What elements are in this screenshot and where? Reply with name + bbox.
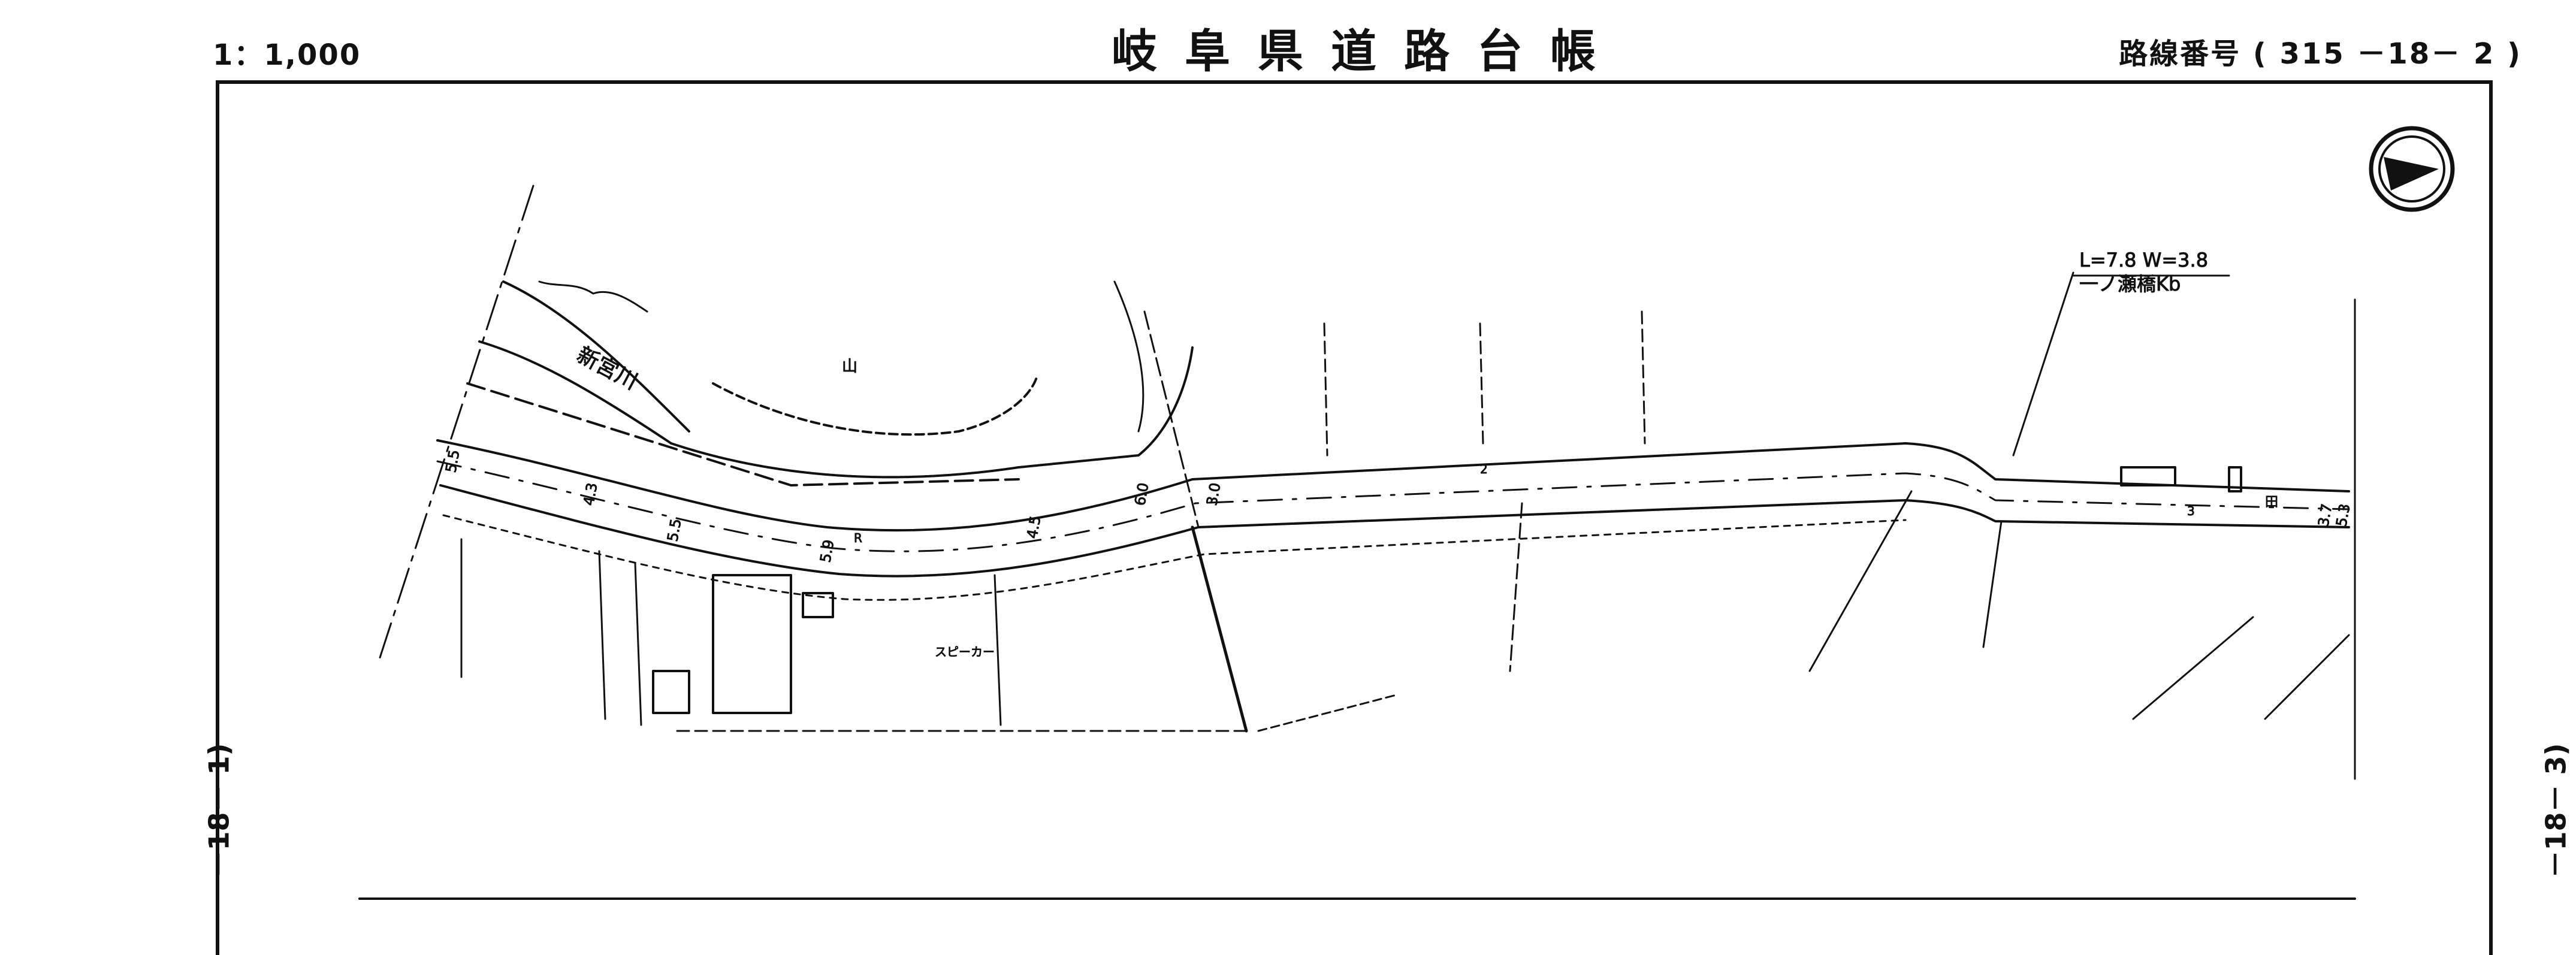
river: [466, 280, 1194, 486]
width-label: 5.9: [817, 539, 837, 564]
map-frame: [216, 80, 2493, 955]
bridge-dimensions: L=7.8 W=3.8: [2079, 249, 2208, 271]
point-label: 2: [1480, 462, 1488, 476]
width-label: 6.0: [1131, 482, 1152, 507]
point-label: R: [854, 531, 862, 545]
width-label: 3.7: [2315, 503, 2335, 528]
width-label: 4.3: [580, 482, 600, 507]
route-number-value: ( 315 －18－ 2 ): [2252, 37, 2522, 71]
width-label: 5.5: [664, 518, 684, 543]
buildings: [652, 466, 2242, 714]
field-label: 田: [2265, 495, 2278, 510]
width-label: 5.3: [2333, 503, 2353, 528]
speaker-label: スピーカー: [935, 645, 995, 659]
route-number: 路線番号 ( 315 －18－ 2 ): [2119, 30, 2522, 72]
point-label: 3: [2187, 504, 2195, 518]
north-arrow-icon: [2369, 126, 2455, 212]
sheet-title: 岐阜県道路台帳: [1112, 25, 1623, 78]
boundary-lines: [358, 185, 2356, 900]
width-label: 4.5: [1023, 515, 1044, 540]
route-number-label: 路線番号: [2119, 37, 2242, 71]
bridge-leader-line: [2012, 271, 2230, 457]
width-label: 5.5: [442, 449, 463, 474]
map-labels: 新宮川 L=7.8 W=3.8 一ノ瀬橋Kb スピーカー 山 田 5.5 4.3…: [442, 249, 2354, 660]
mountain-label: 山: [842, 358, 857, 376]
map-scale: 1：1,000: [213, 38, 361, 72]
main-road: [436, 439, 2350, 601]
